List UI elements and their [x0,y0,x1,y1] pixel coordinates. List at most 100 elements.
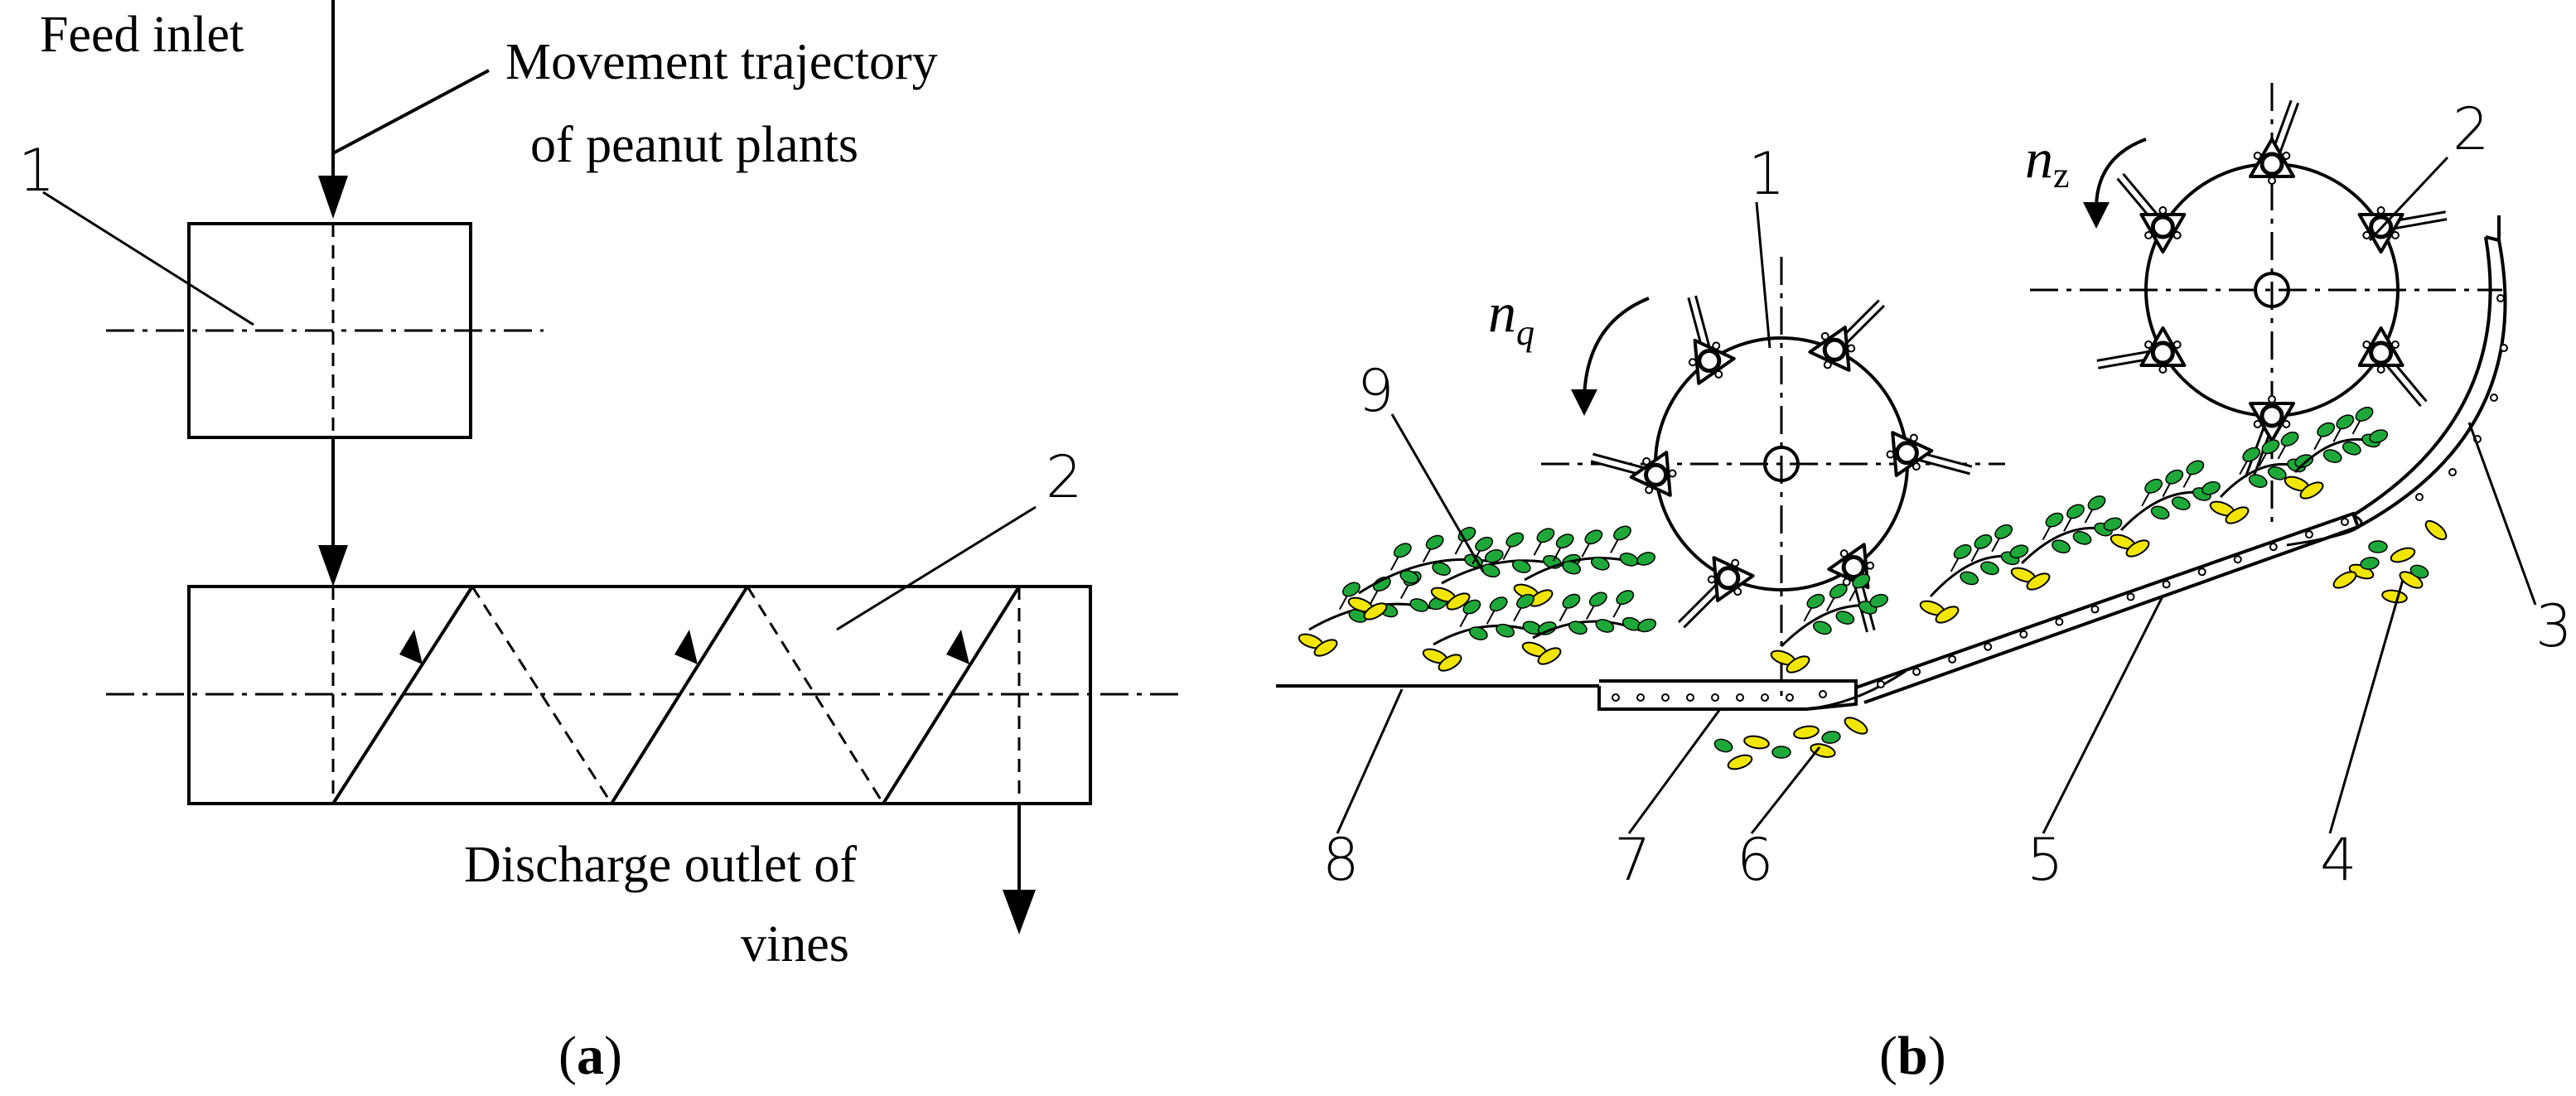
peanut-leaf [1974,534,1993,549]
peanut-pod [2381,589,2408,604]
part-label-8: 8 [1322,826,1360,894]
sieve-holes [1612,294,2508,702]
peanut-leaf [1584,529,1603,545]
peanut-leaf [1590,556,1610,571]
sieve-hole [2490,393,2498,402]
peanut-leaf [2072,531,2092,545]
sieve-hole [2197,567,2206,577]
part-label-7: 7 [1614,826,1651,894]
threshing-tooth [2357,326,2428,408]
sieve-hole [2269,543,2278,552]
peanut-plant [1521,590,1657,665]
sieve-hole [1912,667,1921,676]
peanut-pod [2332,571,2357,589]
peanut-leaf [2201,480,2221,495]
threshing-teeth [1590,99,2448,633]
inclined-sieve [1855,511,2361,704]
peanut-plant [1770,573,1888,674]
part-label-1: 1 [1748,140,1786,208]
sieve-hole [1711,693,1719,702]
sieve-hole [2162,580,2171,589]
peanut-pod [2390,547,2416,563]
peanut-leaf [1425,534,1444,550]
speed-label-1: nq [1488,281,1534,353]
sieve-hole [2126,592,2135,601]
rotation-arrowhead-1-icon [1571,389,1597,416]
peanut-leaf [2103,517,2123,532]
feed-arrow-icon [318,176,348,219]
sieve-hole [1984,642,1993,651]
peanut-leaf [1636,552,1655,566]
zigzag-arrow-icon [946,630,969,664]
peanut-plant [2209,431,2314,524]
peanut-pod [1793,725,1820,740]
peanut-leaf [1475,536,1494,552]
concave-arc-2 [2286,514,2363,547]
peanut-plant [1513,525,1655,607]
peanut-plants [1298,406,2448,770]
peanut-leaf [2186,460,2205,476]
peanut-leaf [1813,620,1832,635]
sieve-hole [1819,690,1827,698]
peanut-leaf [2409,564,2429,579]
peanut-leaf [2360,557,2380,570]
peanut-leaf [2009,544,2029,559]
threshing-tooth [1808,299,1886,372]
sieve-hole [1736,693,1744,702]
peanut-pod [1935,606,1960,624]
peanut-leaf [1342,582,1360,597]
peanut-leaf [1516,593,1534,609]
peanut-pod [1786,655,1810,674]
peanut-pod [1810,743,1836,758]
peanut-leaf [1393,543,1412,558]
peanut-leaf [1409,598,1429,612]
peanut-pod [1313,639,1338,657]
sieve-hole [2500,344,2508,352]
peanut-plant [1919,524,2029,624]
peanut-leaf [1562,593,1581,609]
peanut-pod [2299,481,2324,500]
peanut-leaf [1489,596,1508,612]
threshing-tooth [1687,295,1736,385]
peanut-plant [1430,528,1581,611]
zigzag-trajectory [331,585,1021,805]
label-2-a: 2 [1046,443,1083,511]
discharge-label-line2: vines [741,916,849,973]
peanut-leaf [1537,621,1557,635]
peanut-pod [1743,735,1770,750]
peanut-leaf [2369,429,2389,443]
part-label-4: 4 [2320,826,2357,894]
peanut-pod [1844,717,1868,735]
panel-b: nq nz 1 2 3 4 5 6 7 [1276,83,2573,1086]
peanut-leaf [1613,525,1631,541]
label-2-a-leader [836,505,1037,631]
sieve-hole [2415,493,2424,501]
part-label-3: 3 [2535,592,2573,660]
peanut-leaf [2242,447,2261,462]
peanut-leaf [2248,474,2268,488]
peanut-pod [1727,754,1753,770]
zigzag-arrow-icon [674,630,698,664]
peanut-pod [2026,572,2051,591]
curved-sieve-top [2485,235,2500,242]
trajectory-label-line1: Movement trajectory [505,34,938,90]
peanut-leaf [2368,540,2388,553]
rotation-arrow-1-icon [1583,297,1650,398]
peanut-leaf [1852,573,1871,589]
sieve-hole [2304,530,2313,539]
part-label-9: 9 [1357,357,1394,425]
peanut-leaf [2087,495,2106,511]
threshing-tooth [1886,431,1973,477]
rotation-arrowhead-2-icon [2083,202,2110,229]
peanut-leaf [2336,414,2355,430]
peanut-leaf [1829,583,1848,599]
sieve-hole [1636,693,1645,702]
threshing-tooth [1590,451,1677,497]
peanut-leaf [1555,534,1574,549]
peanut-leaf [1771,746,1791,759]
rotation-arrow-2-icon [2095,138,2147,210]
sieve-hole [2019,630,2028,639]
peanut-pod [2424,519,2448,541]
discharge-arrow-icon [1003,890,1036,934]
peanut-pod [1363,602,1388,620]
